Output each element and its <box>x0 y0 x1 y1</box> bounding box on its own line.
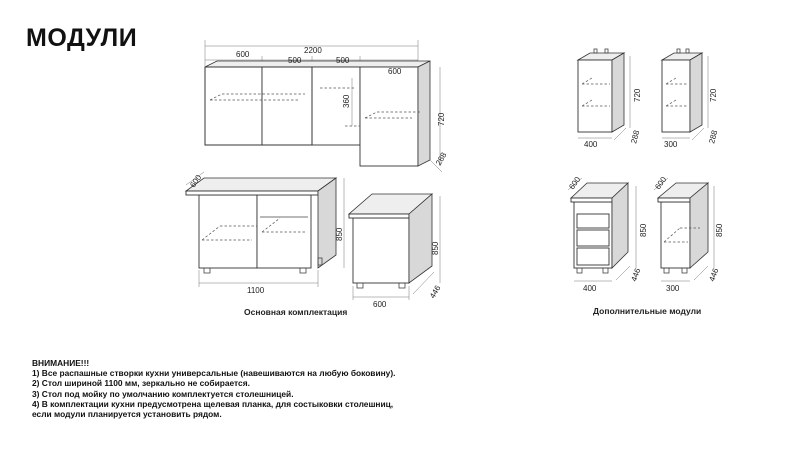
dim-single-depth: 446 <box>428 283 443 300</box>
dim-narrow-depth: 600 <box>653 175 668 192</box>
upper-cabinets-drawing: 2200 600 500 500 600 720 288 360 <box>204 40 449 173</box>
dim-wall400-width: 400 <box>584 140 598 149</box>
notes-block: ВНИМАНИЕ!!! 1) Все распашные створки кух… <box>32 358 395 419</box>
note-1: 1) Все распашные створки кухни универсал… <box>32 368 396 379</box>
note-3: 3) Стол под мойку по умолчанию комплекту… <box>32 388 294 399</box>
dim-wall300-depth: 288 <box>707 129 719 145</box>
dim-wall300-height: 720 <box>709 88 718 102</box>
dim-upper-niche: 360 <box>342 94 351 108</box>
dim-sink-height: 850 <box>335 227 344 241</box>
dim-upper-600-left: 600 <box>236 50 250 59</box>
dim-single-height: 850 <box>431 241 440 255</box>
drawer-base-drawing: 600 850 400 446 <box>567 175 648 293</box>
dim-narrow-deep: 446 <box>707 267 720 283</box>
dim-upper-500-b: 500 <box>336 56 350 65</box>
dim-upper-total: 2200 <box>304 46 322 55</box>
dim-narrow-height: 850 <box>715 223 724 237</box>
wall-300-drawing: 720 300 288 <box>660 48 720 149</box>
single-base-drawing: 850 600 446 <box>347 193 443 309</box>
wall-400-drawing: 720 400 288 <box>576 48 642 149</box>
dim-narrow-width: 300 <box>666 284 680 293</box>
caption-extra: Дополнительные модули <box>593 306 702 316</box>
sink-base-drawing: 600 850 1100 <box>184 171 345 295</box>
dim-wall300-width: 300 <box>664 140 678 149</box>
dim-upper-height: 720 <box>437 112 446 126</box>
dim-wall400-height: 720 <box>633 88 642 102</box>
dim-upper-600-right: 600 <box>388 67 402 76</box>
caption-main: Основная комплектация <box>244 307 348 317</box>
dim-drawer-depth: 600 <box>567 175 582 192</box>
page-title: МОДУЛИ <box>26 24 138 52</box>
dim-wall400-depth: 288 <box>629 129 641 145</box>
notes-heading: ВНИМАНИЕ!!! <box>32 358 90 368</box>
note-4: 4) В комплектации кухни предусмотрена ще… <box>32 398 394 409</box>
dim-sink-width: 1100 <box>247 286 265 295</box>
dim-upper-500-a: 500 <box>288 56 302 65</box>
narrow-base-drawing: 600 850 300 446 <box>653 175 724 293</box>
dim-upper-depth: 288 <box>434 150 449 167</box>
dim-drawer-deep: 446 <box>629 267 642 283</box>
dim-drawer-height: 850 <box>639 223 648 237</box>
dim-single-width: 600 <box>373 300 387 309</box>
note-4-continued: если модули планируется установить рядом… <box>32 409 222 420</box>
dim-drawer-width: 400 <box>583 284 597 293</box>
note-2: 2) Стол шириной 1100 мм, зеркально не со… <box>32 378 250 389</box>
